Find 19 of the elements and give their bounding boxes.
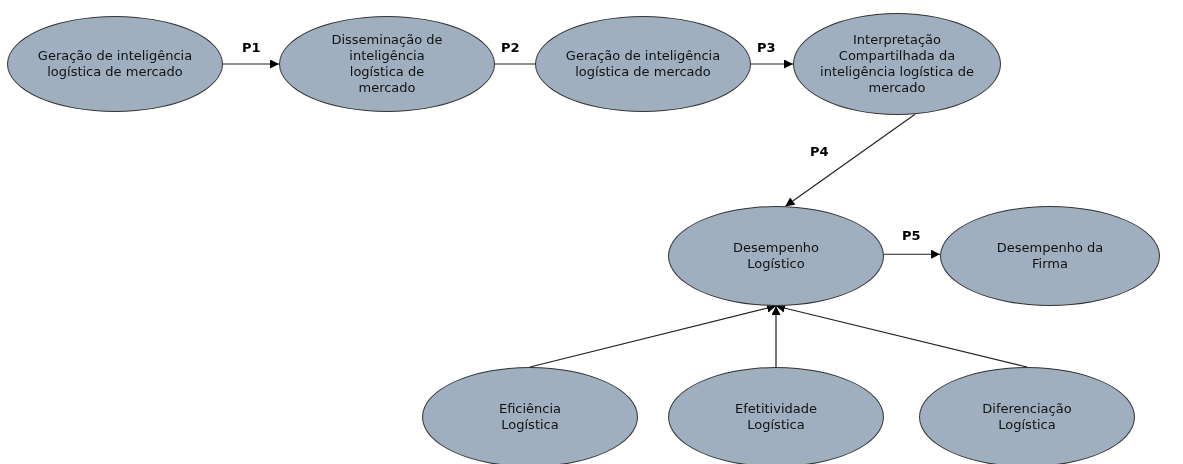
- node-label: Efetitividade Logística: [734, 401, 818, 433]
- node-label: Desempenho Logístico: [731, 240, 821, 272]
- arrow: [784, 113, 916, 207]
- node-label: Diferenciação Logística: [981, 401, 1073, 433]
- arrow: [883, 249, 941, 259]
- node-label: Geração de inteligência logística de mercado: [36, 48, 194, 80]
- node-label: Geração de inteligência logística de mercado: [564, 48, 722, 80]
- arrow: [222, 59, 280, 69]
- node-label: Interpretação Compartilhada da inteligência logística de mercado: [819, 32, 975, 96]
- edge-label: P5: [900, 228, 923, 243]
- node-label: Eficiência Logística: [497, 401, 563, 433]
- node-label: Disseminação de inteligência logística de mercado: [330, 32, 444, 96]
- edge-label: P2: [499, 40, 522, 55]
- arrow: [750, 59, 794, 69]
- edge-label: P1: [240, 40, 263, 55]
- edge-label: P3: [755, 40, 778, 55]
- edge-label: P4: [808, 144, 831, 159]
- arrow: [771, 305, 781, 368]
- node-label: Desempenho da Firma: [995, 240, 1105, 272]
